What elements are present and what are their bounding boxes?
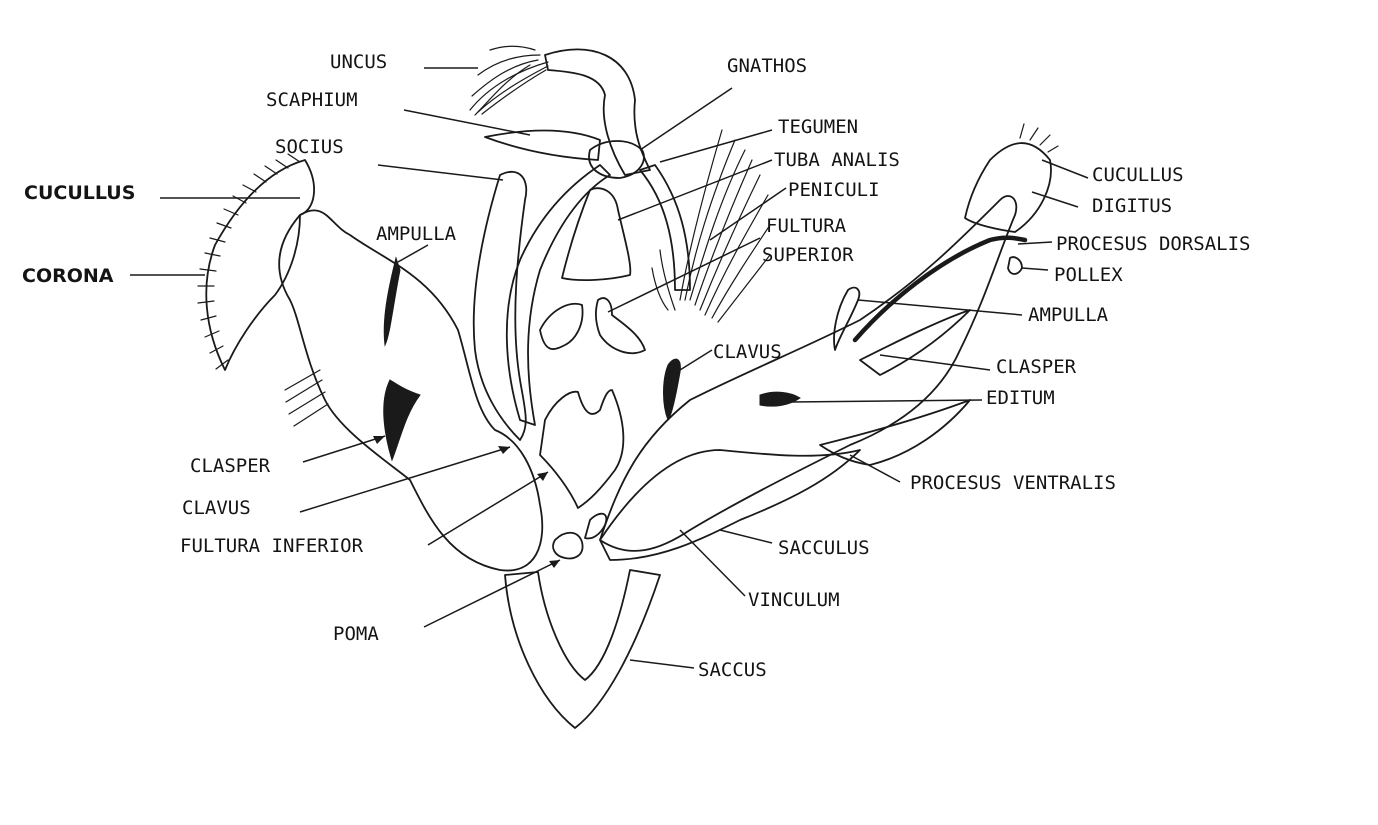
label-corona: CORONA (22, 265, 114, 287)
label-peniculi: PENICULI (788, 179, 880, 201)
pollex-shape (1007, 256, 1023, 275)
tegumen-right-arm (639, 164, 691, 291)
label-fultura-inferior: FULTURA INFERIOR (180, 535, 364, 557)
label-saccus: SACCUS (698, 659, 767, 681)
procesus-dorsalis-shape (852, 235, 1028, 343)
gnathos-shape (588, 140, 645, 179)
label-editum: EDITUM (986, 387, 1055, 409)
label-procesus-ventralis: PROCESUS VENTRALIS (910, 472, 1116, 494)
label-gnathos: GNATHOS (727, 55, 807, 77)
label-digitus: DIGITUS (1092, 195, 1172, 217)
scaphium-shape (484, 129, 601, 161)
sacculus-shape (599, 449, 861, 561)
peniculi-hairs (651, 129, 771, 323)
uncus-hairs (469, 45, 549, 116)
label-scaphium: SCAPHIUM (266, 89, 358, 111)
left-cucullus-shape (205, 159, 315, 371)
saccus-shape (504, 569, 661, 729)
tuba-analis-shape (561, 187, 632, 282)
right-valva-shape (599, 195, 1018, 552)
clavus-center-shape (663, 358, 681, 421)
label-pollex: POLLEX (1054, 264, 1123, 286)
left-valva-shape (278, 209, 544, 572)
label-tegumen: TEGUMEN (778, 116, 858, 138)
fultura-inferior-shape (539, 389, 625, 509)
label-procesus-dorsalis: PROCESUS DORSALIS (1056, 233, 1250, 255)
label-cucullus-left: CUCULLUS (24, 182, 135, 204)
right-cucullus-shape (964, 142, 1052, 233)
left-clasper-shape (383, 379, 421, 462)
poma-shape (552, 531, 584, 560)
procesus-ventralis-shape (819, 399, 971, 466)
label-socius: SOCIUS (275, 136, 344, 158)
right-ampulla-shape (833, 286, 861, 351)
fultura-superior-right (595, 297, 646, 355)
label-clavus-center: CLAVUS (713, 341, 782, 363)
uncus-shape (544, 48, 651, 176)
arrowheads (373, 436, 560, 568)
vinculum-hook (584, 512, 608, 540)
label-clavus-left: CLAVUS (182, 497, 251, 519)
label-vinculum: VINCULUM (748, 589, 840, 611)
label-ampulla-right: AMPULLA (1028, 304, 1109, 326)
label-superior: SUPERIOR (762, 244, 854, 266)
tegumen-shape (505, 164, 611, 426)
label-clasper-right: CLASPER (996, 356, 1077, 378)
label-uncus: UNCUS (330, 51, 387, 73)
socius-shape (472, 170, 528, 441)
leader-lines (130, 67, 1089, 669)
label-poma: POMA (333, 623, 379, 645)
label-tuba-analis: TUBA ANALIS (774, 149, 900, 171)
fultura-superior-left (539, 302, 584, 350)
right-cucullus-hairs (1019, 123, 1059, 153)
label-clasper-left: CLASPER (190, 455, 271, 477)
label-ampulla-left: AMPULLA (376, 223, 457, 245)
label-cucullus-right: CUCULLUS (1092, 164, 1184, 186)
label-sacculus: SACCULUS (778, 537, 870, 559)
label-fultura: FULTURA (766, 215, 847, 237)
editum-shape (759, 391, 801, 407)
corona-bristles (197, 153, 301, 370)
diagram-labels: UNCUS SCAPHIUM SOCIUS CUCULLUS CORONA AM… (22, 51, 1250, 681)
left-ampulla-shape (383, 256, 401, 347)
left-valva-setae (284, 369, 329, 427)
